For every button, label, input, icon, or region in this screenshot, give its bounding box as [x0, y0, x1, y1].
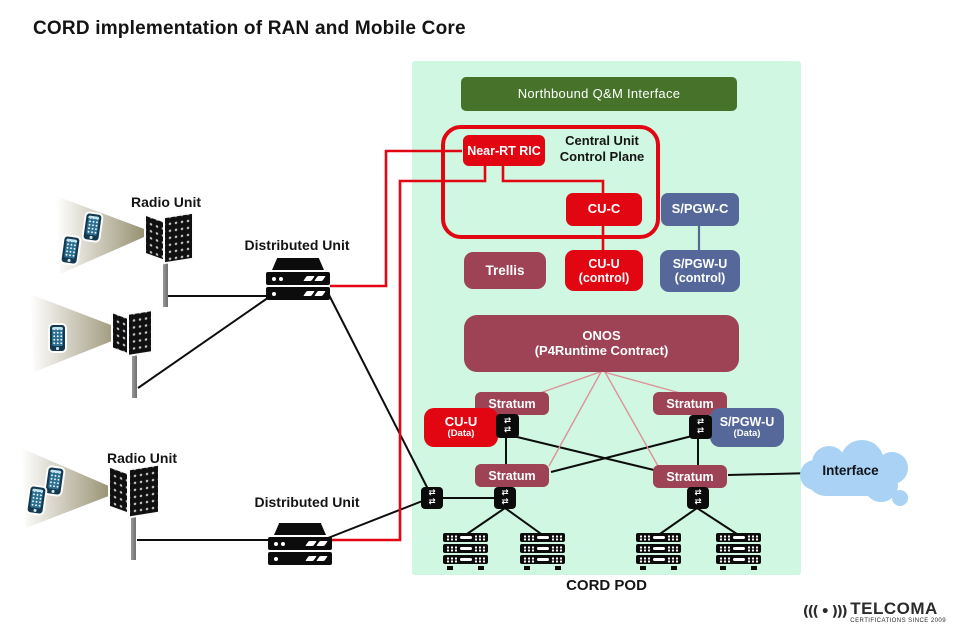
cu-u-data-line1: CU-U — [444, 413, 478, 429]
cu-u-control-line2: (control) — [578, 270, 630, 285]
trellis-box: Trellis — [464, 252, 546, 289]
red-link-du1-near-rt-ric — [330, 149, 462, 288]
central-unit-line2: Control Plane — [559, 148, 645, 164]
spgw-u-control-line2: (control) — [674, 271, 726, 285]
radio-unit-label: Radio Unit — [107, 450, 177, 466]
switch-icon: ⇄⇄ — [421, 487, 443, 509]
link-leaf-right-server3 — [656, 507, 698, 537]
stratum-label: Stratum — [666, 396, 714, 411]
link-spine-left-leaf-right — [512, 435, 655, 471]
near-rt-ric-box: Near-RT RIC — [463, 135, 545, 166]
spgw-c-box: S/PGW-C — [661, 193, 739, 226]
onos-line1: ONOS — [582, 327, 621, 343]
spgw-u-data-line1: S/PGW-U — [719, 415, 775, 430]
cord-pod-label: CORD POD — [566, 577, 647, 594]
server-rack-icon — [716, 533, 761, 570]
link-du1-edge-switch — [327, 292, 433, 498]
central-unit-line1: Central Unit — [565, 133, 639, 148]
page-title: CORD implementation of RAN and Mobile Co… — [33, 18, 466, 39]
link-du2-edge-switch — [327, 499, 426, 539]
central-unit-control-plane-outline — [441, 125, 660, 239]
pink-link-onos-stratum-br — [604, 371, 659, 467]
distributed-unit-label: Distributed Unit — [254, 494, 360, 510]
link-ru2-du1 — [137, 294, 273, 389]
spgw-u-data-box: S/PGW-U (Data) — [710, 408, 784, 447]
stratum-box-top-right: Stratum — [653, 392, 727, 415]
stratum-label: Stratum — [666, 469, 714, 484]
cu-u-data-line2: (Data) — [447, 428, 475, 440]
distributed-unit-icon — [266, 258, 330, 300]
link-spine-right-leaf-left — [550, 435, 693, 473]
spgw-c-label: S/PGW-C — [671, 201, 729, 217]
pink-link-onos-stratum-tl — [539, 371, 601, 394]
phone-icon — [50, 325, 65, 351]
switch-icon: ⇄⇄ — [687, 487, 709, 509]
server-rack-icon — [520, 533, 565, 570]
telcoma-logo: ((( • ))) TELCOMA CERTIFICATIONS SINCE 2… — [803, 600, 946, 625]
switch-icon: ⇄⇄ — [689, 415, 712, 439]
distributed-unit-label: Distributed Unit — [244, 237, 350, 253]
radio-tower-icon — [113, 311, 151, 356]
cu-u-control-box: CU-U (control) — [565, 250, 643, 291]
link-leaf-left-server1 — [463, 507, 506, 537]
cu-u-control-line1: CU-U — [588, 256, 620, 271]
tower-mast — [132, 352, 137, 398]
switch-icon: ⇄⇄ — [494, 487, 516, 509]
link-leaf-left-server2 — [504, 507, 545, 537]
radio-waves-icon: ((( • ))) — [802, 603, 848, 620]
northbound-label: Northbound Q&M Interface — [517, 85, 681, 101]
server-rack-icon — [636, 533, 681, 570]
cloud-shape — [806, 456, 896, 496]
near-rt-ric-label: Near-RT RIC — [467, 143, 541, 158]
onos-box: ONOS (P4Runtime Contract) — [464, 315, 739, 372]
link-leaf-right-server4 — [696, 507, 741, 537]
spgw-u-control-line1: S/PGW-U — [672, 257, 728, 271]
stratum-box-bottom-right: Stratum — [653, 465, 727, 488]
cloud-shape — [892, 490, 908, 506]
distributed-unit-icon — [268, 523, 332, 565]
server-rack-icon — [443, 533, 488, 570]
pink-link-onos-stratum-bl — [548, 371, 602, 467]
logo-tagline: CERTIFICATIONS SINCE 2009 — [850, 618, 946, 624]
logo-name: TELCOMA — [850, 598, 938, 618]
stratum-label: Stratum — [488, 396, 536, 411]
spgw-u-data-line2: (Data) — [733, 428, 761, 440]
link-stratum-cloud — [727, 472, 815, 476]
trellis-label: Trellis — [485, 262, 525, 278]
stratum-box-bottom-left: Stratum — [475, 464, 549, 487]
central-unit-control-plane-label: Central Unit Control Plane — [549, 133, 655, 164]
northbound-qm-interface-box: Northbound Q&M Interface — [461, 77, 737, 111]
interface-label: Interface — [822, 463, 879, 478]
spgw-u-control-box: S/PGW-U (control) — [660, 250, 740, 292]
red-link-du2-near-rt-ric — [330, 166, 487, 542]
cu-c-box: CU-C — [566, 193, 642, 226]
interface-cloud: Interface — [800, 440, 915, 506]
red-link-near-rt-ric-cu-c — [501, 166, 605, 193]
onos-line2: (P4Runtime Contract) — [534, 342, 669, 358]
tower-mast — [131, 514, 136, 560]
cu-u-data-box: CU-U (Data) — [424, 408, 498, 447]
tower-mast — [163, 256, 168, 307]
pink-link-onos-stratum-tr — [603, 371, 681, 394]
switch-icon: ⇄⇄ — [496, 414, 519, 438]
radio-tower-icon — [110, 465, 158, 517]
stratum-label: Stratum — [488, 468, 536, 483]
radio-unit-label: Radio Unit — [131, 194, 201, 210]
cu-c-label: CU-C — [587, 201, 621, 217]
radio-tower-icon — [146, 213, 192, 263]
